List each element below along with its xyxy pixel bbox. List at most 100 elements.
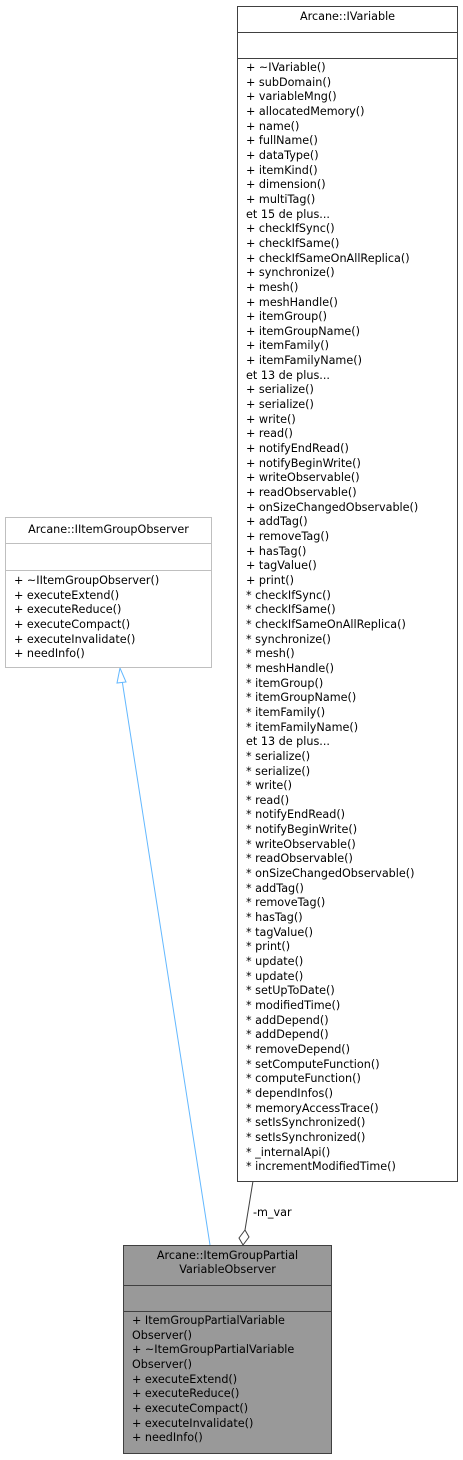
method-line: * incrementModifiedTime() [246,1160,396,1174]
method-line: + tagValue() [246,559,317,573]
method-line: * itemGroupName() [246,691,357,705]
method-line: * computeFunction() [246,1072,361,1086]
method-line: * checkIfSameOnAllReplica() [246,617,406,631]
inheritance-edge [121,679,211,1246]
method-line: + executeCompact() [132,1401,249,1415]
method-line: + dataType() [246,148,319,162]
method-line: + ~IVariable() [246,61,326,74]
method-line: * checkIfSame() [246,603,336,617]
method-line: * removeDepend() [246,1042,351,1056]
method-line: + checkIfSameOnAllReplica() [246,251,410,265]
method-line: * synchronize() [246,632,331,646]
method-line: * setComputeFunction() [246,1057,380,1071]
method-line: + variableMng() [246,90,337,104]
method-line: + write() [246,412,296,426]
method-line: + removeTag() [246,530,330,543]
method-line: * removeTag() [246,896,326,910]
method-line: et 13 de plus... [246,368,330,382]
method-line: * print() [246,940,291,954]
method-line: * setIsSynchronized() [246,1116,366,1130]
method-line: * update() [246,969,304,983]
method-line: + serialize() [246,398,314,412]
method-line: + ItemGroupPartialVariable [132,1314,285,1327]
method-line: et 13 de plus... [246,735,330,749]
method-line: * readObservable() [246,852,353,866]
method-line: et 15 de plus... [246,207,330,221]
method-line: * writeObservable() [246,837,356,851]
method-line: + dimension() [246,178,326,192]
method-line: Observer() [132,1328,193,1342]
method-line: * dependInfos() [246,1086,334,1100]
class-title: Arcane::IItemGroupObserver [6,518,211,544]
method-line: * addTag() [246,881,304,895]
method-line: * update() [246,955,304,969]
method-line: + read() [246,427,293,441]
method-line: * checkIfSync() [246,588,331,602]
method-line: + multiTag() [246,192,316,206]
class-itemgrouppartialvariableobserver[interactable]: Arcane::ItemGroupPartial VariableObserve… [123,1245,332,1454]
method-line: * itemFamilyName() [246,720,359,734]
method-line: + serialize() [246,383,314,397]
method-line: + itemGroupName() [246,324,360,338]
method-line: + itemKind() [246,163,318,177]
class-title-line: Arcane::ItemGroupPartial [156,1249,299,1262]
class-iitemgroupobserver[interactable]: Arcane::IItemGroupObserver + ~IItemGroup… [5,517,212,668]
attributes-section [124,1286,331,1312]
class-title: Arcane::ItemGroupPartial VariableObserve… [124,1246,331,1286]
method-line: + synchronize() [246,266,335,280]
method-line: + ~IItemGroupObserver() [14,574,160,587]
relation-label: -m_var [253,1206,292,1219]
method-line: + readObservable() [246,486,357,500]
methods-section: + ~IItemGroupObserver()+ executeExtend()… [6,571,211,662]
method-line: * mesh() [246,647,295,661]
class-title-line: VariableObserver [179,1262,276,1276]
method-line: + itemGroup() [246,310,327,324]
method-line: * serialize() [246,749,311,763]
method-line: + executeReduce() [132,1387,240,1401]
method-line: * addDepend() [246,1013,329,1027]
method-line: + meshHandle() [246,295,338,309]
method-line: + executeReduce() [14,603,122,617]
method-line: * serialize() [246,764,311,778]
method-line: * modifiedTime() [246,999,341,1012]
method-line: + allocatedMemory() [246,104,365,118]
method-line: * read() [246,793,290,807]
method-line: * notifyEndRead() [246,808,346,822]
methods-section: + ~IVariable()+ subDomain()+ variableMng… [238,59,457,1175]
aggregation-diamond [238,1229,250,1246]
class-ivariable[interactable]: Arcane::IVariable + ~IVariable()+ subDom… [237,6,458,1182]
method-line: Observer() [132,1357,193,1371]
method-line: + executeExtend() [132,1372,238,1386]
association-edge [244,1180,254,1231]
method-line: + fullName() [246,134,318,148]
method-line: + itemFamilyName() [246,354,362,368]
method-line: * itemFamily() [246,705,326,719]
method-line: * memoryAccessTrace() [246,1101,379,1115]
method-line: * _internalApi() [246,1145,331,1159]
method-line: + writeObservable() [246,471,360,485]
method-line: + onSizeChangedObservable() [246,500,419,514]
method-line: + notifyEndRead() [246,442,349,456]
method-line: * write() [246,779,293,793]
method-line: + checkIfSync() [246,222,335,236]
method-line: + subDomain() [246,75,332,89]
method-line: + notifyBeginWrite() [246,456,361,470]
method-line: * itemGroup() [246,676,324,690]
method-line: + checkIfSame() [246,236,340,250]
method-line: + hasTag() [246,544,307,558]
method-line: + addTag() [246,515,308,529]
method-line: * meshHandle() [246,661,335,675]
attributes-section [238,33,457,59]
method-line: + executeCompact() [14,617,131,631]
method-line: + needInfo() [132,1431,203,1445]
method-line: + executeInvalidate() [14,632,136,646]
method-line: + itemFamily() [246,339,329,353]
method-line: * setIsSynchronized() [246,1130,366,1144]
method-line: * notifyBeginWrite() [246,823,358,837]
attributes-section [6,544,211,571]
method-line: * setUpToDate() [246,984,335,998]
method-line: + name() [246,119,300,133]
method-line: * tagValue() [246,925,313,939]
